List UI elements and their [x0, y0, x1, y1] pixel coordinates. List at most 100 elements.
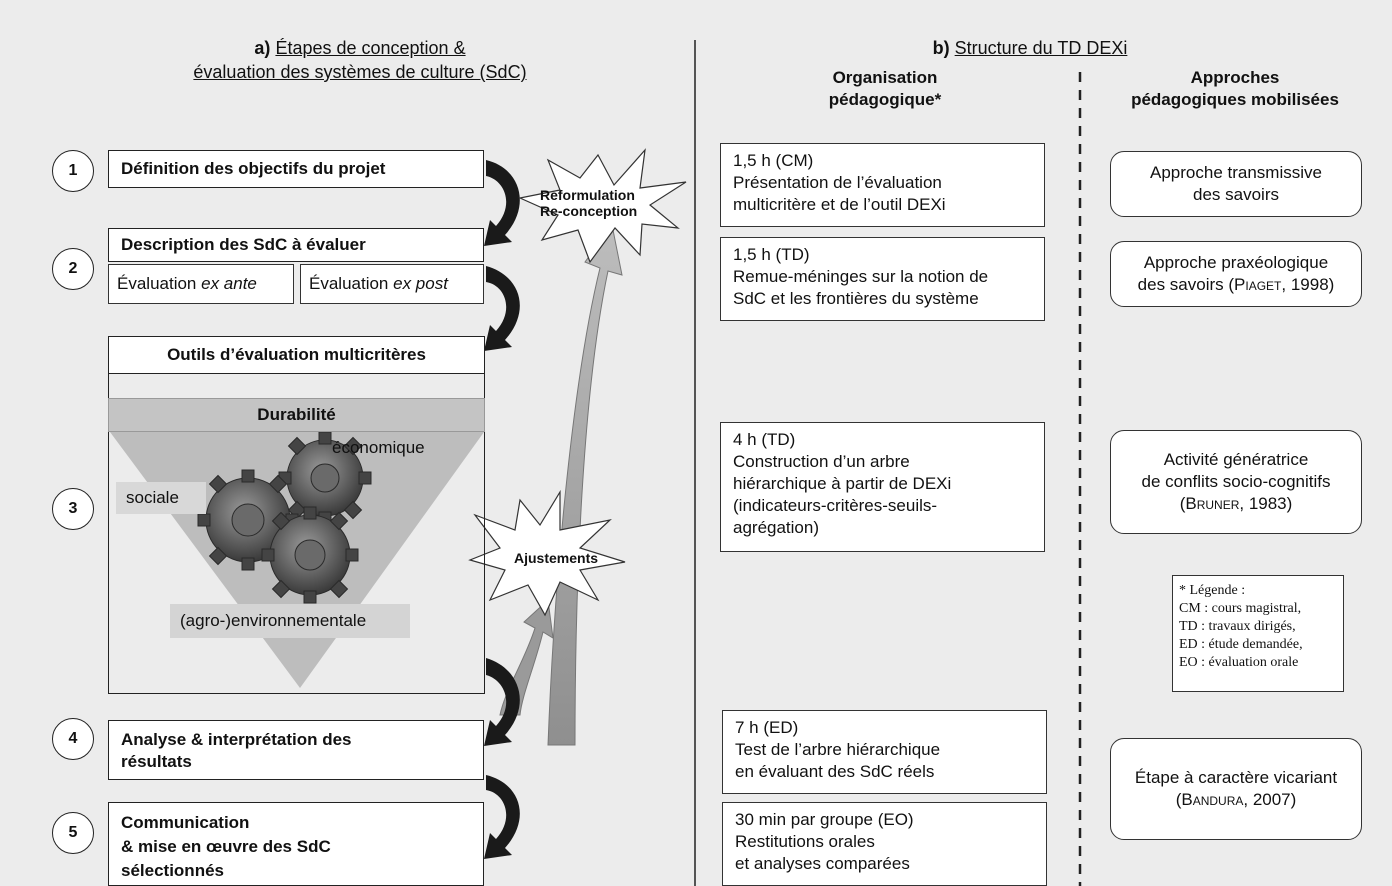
- step-5-box: Communication & mise en œuvre des SdC sé…: [108, 802, 484, 886]
- step-1-label: Définition des objectifs du projet: [121, 159, 386, 178]
- step-5-label-line3: sélectionnés: [121, 861, 224, 880]
- approach-3-line3: (Bruner, 1983): [1180, 493, 1293, 515]
- burst-top-line1: Reformulation: [540, 187, 635, 203]
- session-1-line2: Présentation de l’évaluation: [733, 173, 942, 192]
- col-organisation-header: Organisation pédagogique*: [760, 67, 1010, 111]
- step-3-box: Outils d’évaluation multicritères: [108, 336, 485, 374]
- approach-2-line2: des savoirs (Piaget, 1998): [1138, 274, 1335, 296]
- eval-ex-post-box: Évaluation ex post: [300, 264, 484, 304]
- step-3-frame: [108, 336, 485, 694]
- session-box: 4 h (TD) Construction d’un arbre hiérarc…: [720, 422, 1045, 552]
- approach-4-line2: (Bandura, 2007): [1176, 789, 1297, 811]
- eval-ex-ante-box: Évaluation ex ante: [108, 264, 294, 304]
- right-header-title: Structure du TD DEXi: [954, 38, 1128, 58]
- session-1-line3: multicritère et de l’outil DEXi: [733, 195, 946, 214]
- pillar-environnementale: (agro-)environnementale: [170, 604, 410, 638]
- step-5-label-line2: & mise en œuvre des SdC: [121, 837, 331, 856]
- ajustements-text: Ajustements: [514, 550, 599, 566]
- legend-td: TD : travaux dirigés,: [1179, 619, 1296, 634]
- gears-illustration: [197, 431, 372, 604]
- session-4-line2: Test de l’arbre hiérarchique: [735, 740, 941, 759]
- approach-1-line2: des savoirs: [1193, 185, 1279, 204]
- session-4-line3: en évaluant des SdC réels: [735, 762, 935, 781]
- session-5-line1: 30 min par groupe (EO): [735, 810, 914, 829]
- step-number-2: 2: [52, 248, 94, 290]
- burst-top-line2: Re-conception: [540, 203, 638, 219]
- approach-3-line1: Activité génératrice: [1163, 450, 1309, 469]
- session-4-line1: 7 h (ED): [735, 718, 799, 737]
- col-approches-header: Approches pédagogiques mobilisées: [1100, 67, 1370, 111]
- session-3-line1: 4 h (TD): [733, 430, 796, 449]
- session-box: 1,5 h (TD) Remue-méninges sur la notion …: [720, 237, 1045, 321]
- approach-2-suffix: , 1998): [1281, 275, 1335, 294]
- session-3-line5: agrégation): [733, 518, 820, 537]
- session-5-line2: Restitutions orales: [735, 832, 875, 851]
- col2-line1: Approches: [1190, 68, 1280, 87]
- step-number-5: 5: [52, 812, 94, 854]
- step-4-label-line1: Analyse & interprétation des: [121, 730, 352, 749]
- col1-line2: pédagogique*: [828, 90, 942, 109]
- left-header-prefix: a): [254, 38, 271, 58]
- session-2-line3: SdC et les frontières du système: [733, 289, 979, 308]
- step-arrows: [484, 160, 520, 859]
- approach-3-author: Bruner: [1185, 494, 1240, 513]
- session-1-line1: 1,5 h (CM): [733, 151, 814, 170]
- step-2-box: Description des SdC à évaluer: [108, 228, 484, 262]
- left-header-line2: évaluation des systèmes de culture (SdC): [193, 62, 527, 82]
- durabilite-bar: Durabilité: [108, 398, 485, 432]
- step-4-box: Analyse & interprétation des résultats: [108, 720, 484, 780]
- session-3-line4: (indicateurs-critères-seuils-: [733, 496, 938, 515]
- session-5-line3: et analyses comparées: [735, 854, 910, 873]
- eval-ex-post-italic: ex post: [393, 274, 448, 293]
- right-panel-header: b) Structure du TD DEXi: [820, 36, 1240, 60]
- left-panel-header: a) Étapes de conception & évaluation des…: [120, 36, 600, 84]
- session-2-line1: 1,5 h (TD): [733, 245, 810, 264]
- reformulation-burst: [518, 148, 687, 264]
- approach-2-author: Piaget: [1234, 275, 1282, 294]
- step-2-label: Description des SdC à évaluer: [121, 235, 366, 254]
- reformulation-text: Reformulation Re-conception: [540, 187, 637, 219]
- approach-box: Activité génératrice de conflits socio-c…: [1110, 430, 1362, 534]
- session-box: 30 min par groupe (EO) Restitutions oral…: [722, 802, 1047, 886]
- step-3-label: Outils d’évaluation multicritères: [167, 345, 426, 364]
- legend-eo: EO : évaluation orale: [1179, 655, 1299, 670]
- col2-line2: pédagogiques mobilisées: [1131, 90, 1339, 109]
- pillar-environnementale-label: (agro-)environnementale: [180, 611, 367, 630]
- approach-4-suffix: , 2007): [1243, 790, 1297, 809]
- legend-title: * Légende :: [1179, 583, 1246, 598]
- step-4-label-line2: résultats: [121, 752, 192, 771]
- approach-3-prefix: (: [1179, 494, 1186, 513]
- right-header-prefix: b): [932, 38, 950, 58]
- approach-box: Étape à caractère vicariant (Bandura, 20…: [1110, 738, 1362, 840]
- step-number-3: 3: [52, 488, 94, 530]
- left-header-line1: Étapes de conception &: [275, 38, 466, 58]
- step-5-label-line1: Communication: [121, 813, 250, 832]
- step-1-box: Définition des objectifs du projet: [108, 150, 484, 188]
- session-2-line2: Remue-méninges sur la notion de: [733, 267, 989, 286]
- session-box: 7 h (ED) Test de l’arbre hiérarchique en…: [722, 710, 1047, 794]
- approach-1-line1: Approche transmissive: [1150, 163, 1322, 182]
- reconception-arrow: [547, 223, 623, 746]
- legend-ed: ED : étude demandée,: [1179, 637, 1303, 652]
- step-number-1: 1: [52, 150, 94, 192]
- approach-3-suffix: , 1983): [1239, 494, 1293, 513]
- legend-box: * Légende : CM : cours magistral, TD : t…: [1172, 575, 1344, 692]
- eval-ex-ante-prefix: Évaluation: [117, 274, 197, 293]
- session-3-line2: Construction d’un arbre: [733, 452, 910, 471]
- approach-3-line2: de conflits socio-cognitifs: [1141, 472, 1331, 491]
- approach-box: Approche transmissive des savoirs: [1110, 151, 1362, 217]
- eval-ex-ante-italic: ex ante: [201, 274, 257, 293]
- durabilite-label: Durabilité: [257, 405, 336, 424]
- approach-4-line1: Étape à caractère vicariant: [1134, 768, 1338, 787]
- approach-4-author: Bandura: [1181, 790, 1244, 809]
- approach-2-prefix: des savoirs (: [1137, 275, 1235, 294]
- pillar-economique: économique: [332, 438, 425, 457]
- pillar-sociale-label: sociale: [126, 488, 179, 507]
- session-3-line3: hiérarchique à partir de DEXi: [733, 474, 952, 493]
- col1-line1: Organisation: [832, 68, 938, 87]
- approach-2-line1: Approche praxéologique: [1143, 253, 1329, 272]
- ajustements-burst: [468, 489, 626, 617]
- approach-box: Approche praxéologique des savoirs (Piag…: [1110, 241, 1362, 307]
- step-number-4: 4: [52, 718, 94, 760]
- session-box: 1,5 h (CM) Présentation de l’évaluation …: [720, 143, 1045, 227]
